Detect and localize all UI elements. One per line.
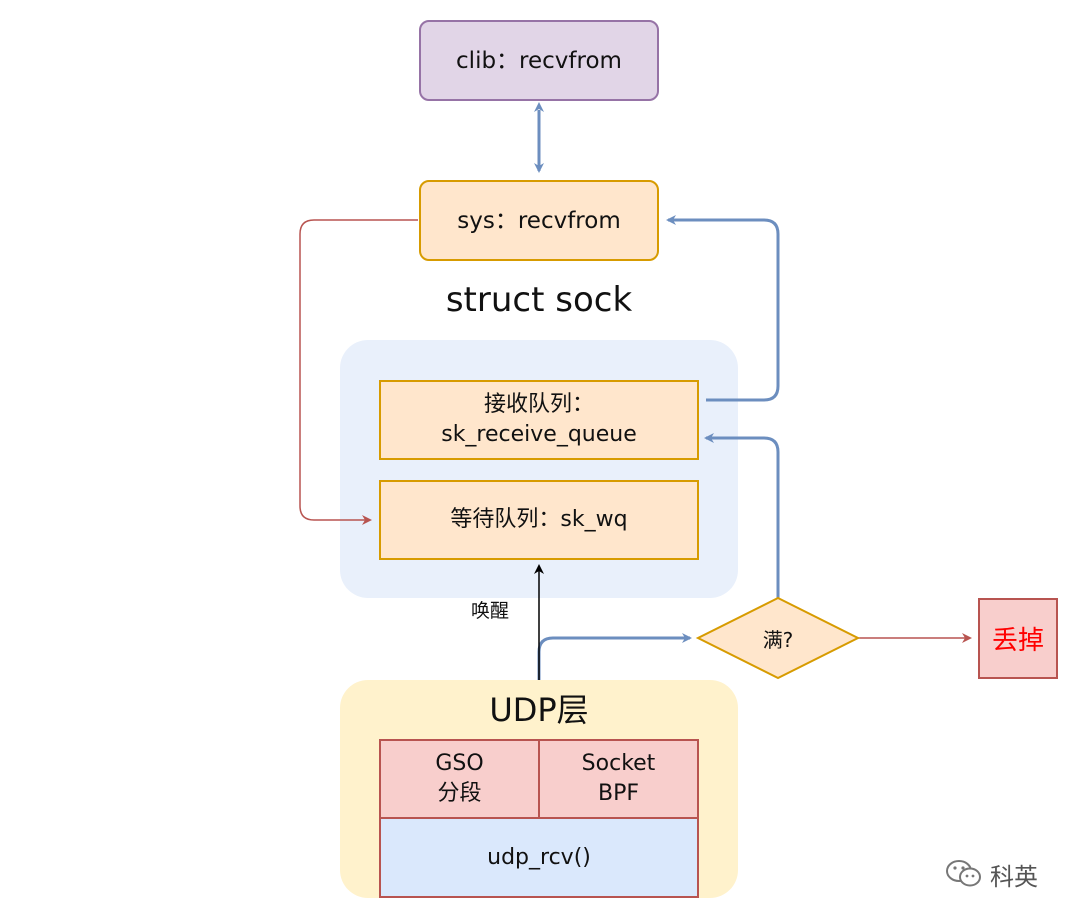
full-decision-label: 满?	[762, 627, 794, 652]
receive-queue-node: 接收队列： sk_receive_queue	[379, 380, 699, 460]
wait-queue-node: 等待队列：sk_wq	[379, 480, 699, 560]
socket-bpf-label-2: BPF	[597, 781, 639, 806]
udp-layer-title: UDP层	[489, 691, 589, 729]
wakeup-label: 唤醒	[470, 599, 509, 622]
arrow-sys-to-wait	[299, 219, 418, 525]
watermark: 科英	[944, 854, 1054, 894]
socket-bpf-label-1: Socket	[581, 751, 656, 776]
sys-recvfrom-node: sys：recvfrom	[419, 180, 659, 261]
drop-label: 丢掉	[991, 626, 1044, 656]
arrow-queue-to-sys	[666, 215, 780, 402]
gso-label-1: GSO	[435, 751, 484, 776]
full-decision-diamond	[695, 596, 861, 680]
wechat-icon	[946, 860, 981, 887]
receive-queue-label-2: sk_receive_queue	[441, 422, 637, 447]
arrow-full-to-queue	[704, 433, 780, 600]
socket-bpf-node: Socket BPF	[538, 739, 699, 819]
receive-queue-label-1: 接收队列：	[483, 392, 594, 417]
gso-node: GSO 分段	[379, 739, 540, 819]
watermark-text: 科英	[990, 862, 1038, 891]
drop-node: 丢掉	[978, 598, 1058, 679]
udp-rcv-label: udp_rcv()	[487, 844, 591, 870]
udp-rcv-node: udp_rcv()	[379, 817, 699, 898]
clib-recvfrom-node: clib：recvfrom	[419, 20, 659, 101]
clib-recvfrom-label: clib：recvfrom	[456, 47, 622, 74]
wait-queue-label: 等待队列：sk_wq	[450, 507, 628, 532]
arrow-udp-to-full	[537, 633, 692, 680]
gso-label-2: 分段	[437, 781, 482, 806]
sys-recvfrom-label: sys：recvfrom	[457, 207, 621, 234]
struct-sock-title: struct sock	[445, 280, 633, 320]
